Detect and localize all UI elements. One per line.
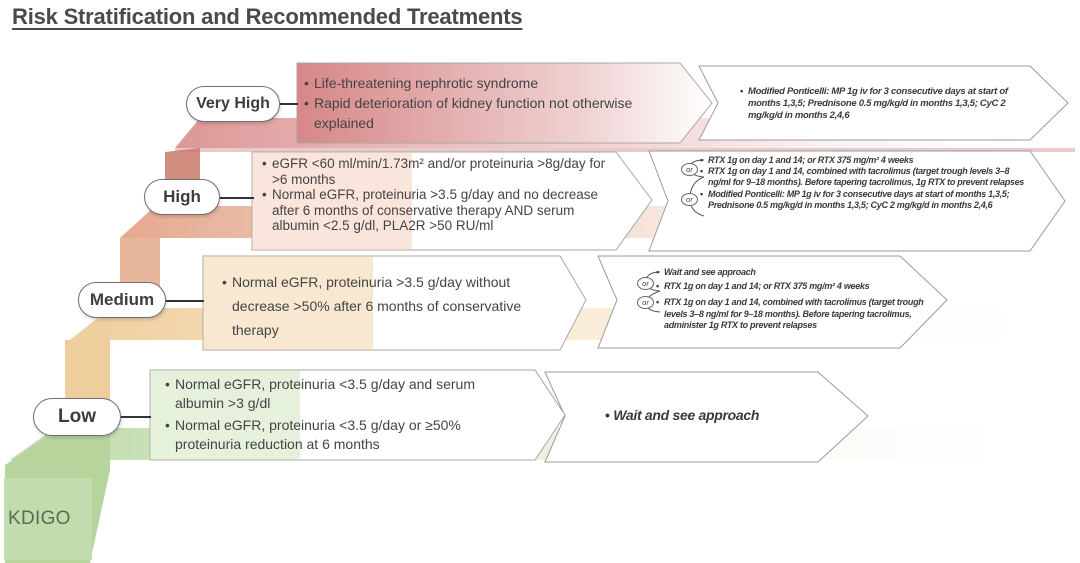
treatment-item: Modified Ponticelli: MP 1g iv for 3 cons…: [740, 86, 1030, 122]
kdigo-logo: KDIGO: [8, 508, 71, 529]
or-badge: or: [637, 277, 654, 290]
treatment-medium: Wait and see approach RTX 1g on day 1 an…: [656, 267, 938, 331]
kdigo-panel: [4, 478, 92, 560]
level-label-high: High: [144, 179, 220, 215]
treatment-low: Wait and see approach: [605, 407, 759, 423]
treatment-high: RTX 1g on day 1 and 14; or RTX 375 mg/m²…: [700, 155, 1030, 211]
criteria-item: Normal eGFR, proteinuria >3.5 g/day with…: [222, 270, 562, 342]
connector-low: [121, 416, 151, 418]
or-badge: or: [681, 163, 698, 176]
criteria-medium: Normal eGFR, proteinuria >3.5 g/day with…: [222, 270, 562, 342]
level-label-text: Low: [58, 406, 96, 427]
level-label-medium: Medium: [78, 282, 166, 318]
criteria-high: eGFR <60 ml/min/1.73m² and/or proteinuri…: [262, 156, 622, 246]
criteria-item: Life-threatening nephrotic syndrome: [304, 73, 676, 93]
treatment-item: RTX 1g on day 1 and 14, combined with ta…: [656, 297, 938, 331]
or-badge: or: [681, 193, 698, 206]
criteria-item: eGFR <60 ml/min/1.73m² and/or proteinuri…: [262, 156, 622, 187]
or-badge: or: [637, 296, 654, 309]
level-label-very-high: Very High: [186, 86, 280, 122]
treatment-item: Wait and see approach: [656, 267, 938, 278]
treatment-item: RTX 1g on day 1 and 14, combined with ta…: [700, 166, 1030, 188]
criteria-low: Normal eGFR, proteinuria <3.5 g/day and …: [165, 375, 527, 459]
treatment-very-high: Modified Ponticelli: MP 1g iv for 3 cons…: [740, 86, 1030, 122]
treatment-item: RTX 1g on day 1 and 14; or RTX 375 mg/m²…: [656, 281, 938, 292]
connector-high: [220, 197, 254, 199]
page-title: Risk Stratification and Recommended Trea…: [12, 4, 523, 29]
level-label-low: Low: [33, 398, 121, 436]
connector-medium: [166, 300, 204, 302]
criteria-item: Normal eGFR, proteinuria >3.5 g/day and …: [262, 187, 622, 234]
level-label-text: High: [163, 187, 201, 206]
level-label-text: Medium: [89, 290, 155, 309]
criteria-item: Rapid deterioration of kidney function n…: [304, 93, 676, 133]
criteria-item: Normal eGFR, proteinuria <3.5 g/day and …: [165, 375, 527, 413]
level-label-text: Very High: [196, 95, 270, 112]
criteria-very-high: Life-threatening nephrotic syndrome Rapi…: [304, 73, 676, 139]
connector-very-high: [280, 103, 298, 105]
criteria-item: Normal eGFR, proteinuria <3.5 g/day or ≥…: [165, 416, 527, 454]
treatment-item: RTX 1g on day 1 and 14; or RTX 375 mg/m²…: [700, 155, 1030, 166]
treatment-item: Modified Ponticelli: MP 1g iv for 3 cons…: [700, 189, 1030, 211]
